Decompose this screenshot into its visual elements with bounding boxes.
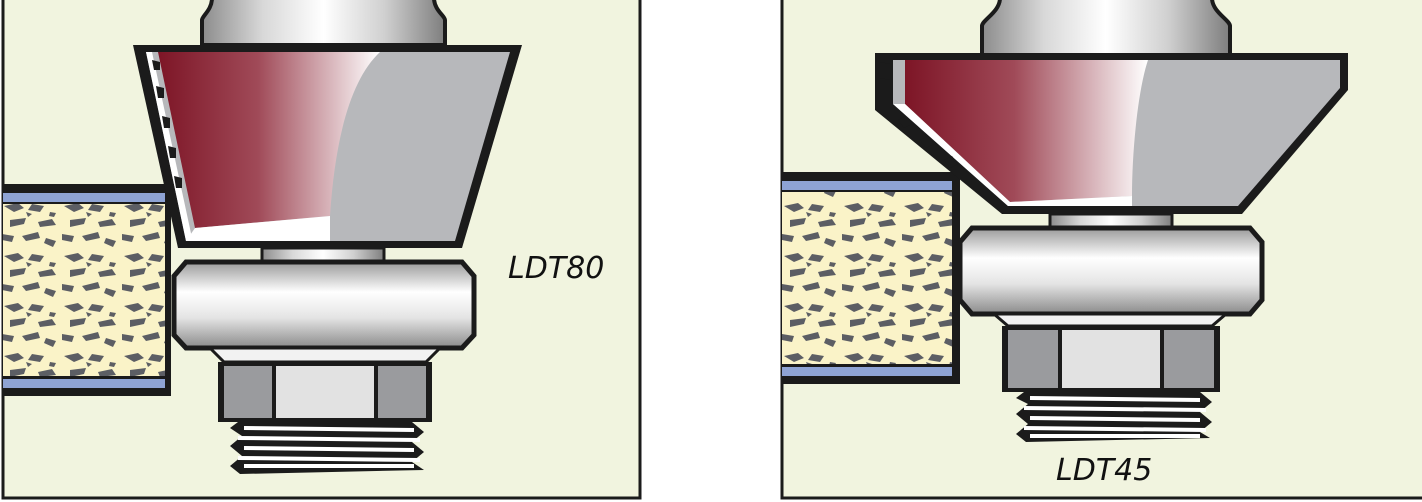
thread	[230, 422, 424, 474]
panel-ldt45: LDT45	[780, 0, 1422, 500]
laminate-bottom	[3, 379, 165, 388]
workpiece	[782, 172, 960, 384]
hex-nut	[218, 362, 432, 422]
core-material	[3, 204, 165, 376]
thread	[1016, 392, 1212, 442]
nut-collar	[206, 346, 444, 364]
shank	[200, 0, 447, 47]
hex-nut	[1002, 326, 1220, 392]
carbide-cutting-edge	[905, 60, 1148, 202]
panel-ldt80: LDT80	[1, 0, 642, 500]
nut-collar	[989, 312, 1231, 328]
cutter-body	[133, 45, 522, 248]
laminate-top	[782, 181, 952, 190]
bearing	[171, 259, 477, 351]
shank	[980, 0, 1232, 58]
model-label: LDT45	[1056, 453, 1152, 488]
laminate-top	[3, 193, 165, 202]
core-material	[782, 192, 952, 364]
cutter-body	[875, 53, 1348, 214]
carbide-cutting-edge	[158, 52, 380, 228]
workpiece	[3, 184, 171, 396]
laminate-bottom	[782, 367, 952, 376]
bearing	[957, 225, 1265, 317]
model-label: LDT80	[508, 251, 604, 286]
